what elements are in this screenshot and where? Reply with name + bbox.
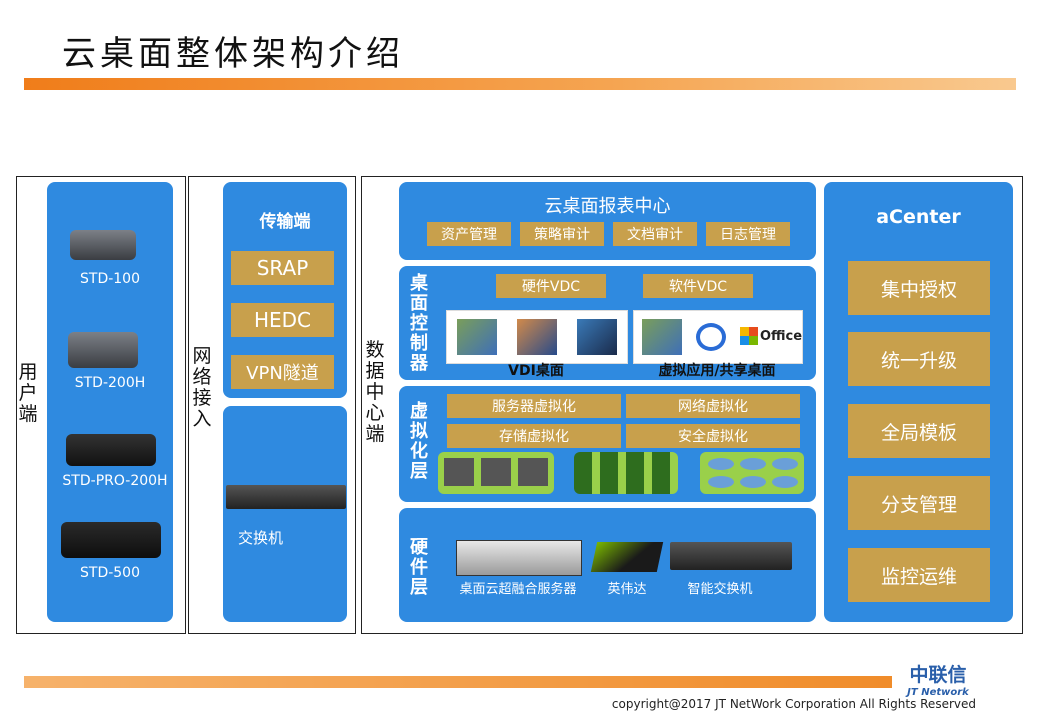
report-item: 日志管理 [706,222,790,246]
user-column-label: 用户端 [16,362,40,425]
transport-item: HEDC [231,303,334,337]
vdi-desktop-label: VDI桌面 [446,360,626,380]
switch-panel [223,406,347,622]
memory-modules-icon [574,452,678,494]
office-label: Office [760,329,802,344]
logo-cn: 中联信 [896,660,980,687]
acenter-title: aCenter [824,206,1013,228]
acenter-item: 统一升级 [848,332,990,386]
virtualization-item: 安全虚拟化 [626,424,800,448]
disk-icon [708,476,734,488]
acenter-item: 集中授权 [848,261,990,315]
copyright-text: copyright@2017 JT NetWork Corporation Al… [612,697,976,711]
network-column-label: 网络接入 [190,346,214,430]
screenshot-thumb-icon [457,319,497,355]
hardware-item-label: 英伟达 [594,578,660,597]
disk-icon [772,458,798,470]
acenter-item: 分支管理 [848,476,990,530]
chip-icon [518,458,548,486]
device-label: STD-100 [47,271,173,287]
disk-icon [740,476,766,488]
std-100-device-icon [70,230,136,260]
transport-title: 传输端 [223,207,347,232]
hardware-item-label: 桌面云超融合服务器 [446,578,590,597]
acenter-item: 监控运维 [848,548,990,602]
screenshot-thumb-icon [577,319,617,355]
gpu-card-icon [591,542,663,572]
switch-icon [226,485,346,509]
device-label: STD-500 [47,565,173,581]
virtualization-item: 存储虚拟化 [447,424,621,448]
device-label: STD-200H [47,375,173,391]
vdi-desktop-screenshots [446,310,628,364]
desktop-controller-label: 桌面控制器 [408,274,430,374]
std-pro-200h-device-icon [66,434,156,466]
chip-icon [444,458,474,486]
office-icon [740,327,758,345]
title-underline-bar [24,78,1016,90]
virtualization-item: 网络虚拟化 [626,394,800,418]
report-item: 策略审计 [520,222,604,246]
transport-item: SRAP [231,251,334,285]
std-500-device-icon [61,522,161,558]
datacenter-column-label: 数据中心端 [363,340,387,445]
screenshot-thumb-icon [517,319,557,355]
virtualization-item: 服务器虚拟化 [447,394,621,418]
report-item: 文档审计 [613,222,697,246]
std-200h-device-icon [68,332,138,368]
vdc-item: 软件VDC [643,274,753,298]
vdc-item: 硬件VDC [496,274,606,298]
device-label: STD-PRO-200H [47,473,183,489]
app-desktop-label: 虚拟应用/共享桌面 [633,360,801,380]
hardware-label: 硬件层 [408,538,430,598]
report-item: 资产管理 [427,222,511,246]
disk-icon [708,458,734,470]
chip-icon [481,458,511,486]
acenter-item: 全局模板 [848,404,990,458]
report-center-title: 云桌面报表中心 [399,192,816,218]
transport-item: VPN隧道 [231,355,334,389]
server-icon [456,540,582,576]
disk-icon [772,476,798,488]
app-desktop-screenshots: Office [633,310,803,364]
screenshot-thumb-icon [642,319,682,355]
ie-browser-icon [696,323,726,351]
smart-switch-icon [670,542,792,570]
company-logo: 中联信 JT Network [896,660,980,698]
virtualization-label: 虚拟化层 [408,402,430,482]
footer-bar [24,676,892,688]
hardware-item-label: 智能交换机 [670,578,770,597]
switch-label: 交换机 [238,527,283,548]
storage-disks-icon [700,452,804,494]
page-title: 云桌面整体架构介绍 [62,26,404,75]
cpu-chips-icon [438,452,554,494]
disk-icon [740,458,766,470]
